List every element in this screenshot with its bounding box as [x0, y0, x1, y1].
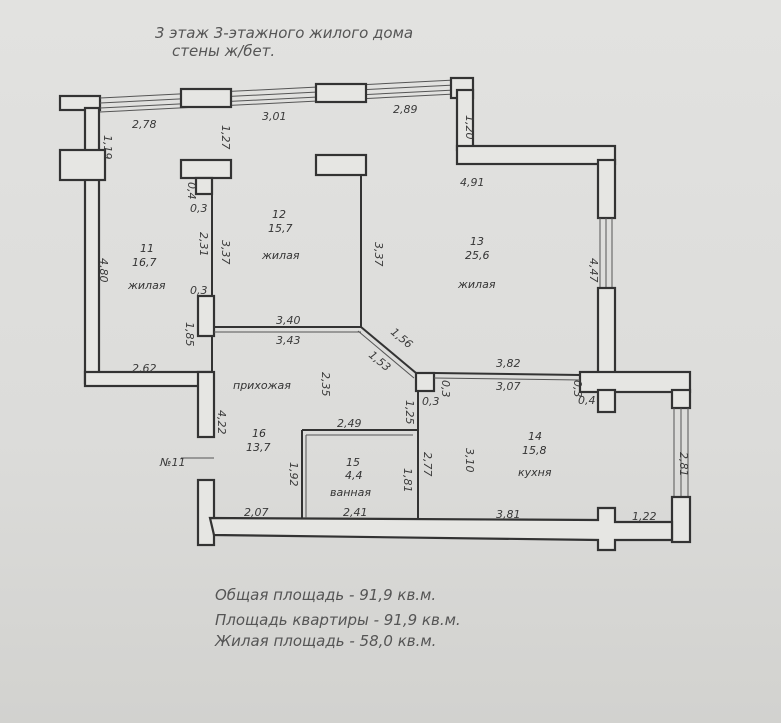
- total-area: Общая площадь - 91,9 кв.м.: [215, 586, 436, 604]
- apartment-area: Площадь квартиры - 91,9 кв.м.: [215, 611, 461, 629]
- dimension: 3,01: [262, 110, 287, 123]
- dimension: 1,20: [463, 115, 476, 140]
- room-name: кухня: [518, 466, 552, 479]
- dimension: 2,31: [197, 232, 210, 257]
- dimension: 4,91: [460, 176, 485, 189]
- dimension: 2,62: [132, 362, 157, 375]
- room-15-bathroom: 15 4,4 ванная: [330, 456, 371, 499]
- dimension: 3,43: [276, 334, 301, 347]
- room-11: 11 16,7 жилая: [127, 242, 166, 292]
- dimension: 3,37: [372, 242, 385, 267]
- room-number: 11: [140, 242, 154, 255]
- dimension: 3,81: [496, 508, 521, 521]
- room-13: 13 25,6 жилая: [457, 235, 496, 291]
- room-number: 16: [252, 427, 266, 440]
- dimension: 1,53: [366, 348, 393, 374]
- dimension: 0,4: [185, 182, 198, 200]
- dimension: 1,25: [403, 400, 416, 425]
- dimension: 0,3: [571, 380, 584, 398]
- area-summary: Общая площадь - 91,9 кв.м. Площадь кварт…: [214, 586, 461, 650]
- dimension: 3,37: [219, 240, 232, 265]
- dimension: 0,4: [578, 394, 596, 407]
- room-number: 15: [346, 456, 360, 469]
- plan-title: 3 этаж 3-этажного жилого дома: [155, 24, 413, 42]
- dimension: 1,27: [219, 125, 232, 150]
- room-number: 13: [470, 235, 484, 248]
- room-name: жилая: [261, 249, 300, 262]
- dimension: 2,41: [343, 506, 368, 519]
- dimension: 0,3: [439, 380, 452, 398]
- dimension: 3,82: [496, 357, 521, 370]
- dimension: 2,77: [421, 452, 434, 477]
- dimension: 1,92: [287, 462, 300, 487]
- plan-subtitle: стены ж/бет.: [172, 42, 275, 60]
- living-area: Жилая площадь - 58,0 кв.м.: [214, 632, 436, 650]
- dimension: 1,22: [632, 510, 657, 523]
- dimension: 4,47: [587, 258, 600, 283]
- room-area: 15,8: [522, 444, 547, 457]
- dimension: 1,85: [183, 322, 196, 347]
- dimension: 0,3: [422, 395, 440, 408]
- room-name: жилая: [127, 279, 166, 292]
- room-area: 4,4: [345, 469, 363, 482]
- dimension: 1,56: [388, 325, 415, 351]
- pier: [179, 87, 233, 109]
- dimension: 1,19: [101, 135, 114, 160]
- dimension: 4,80: [97, 258, 110, 283]
- dimension: 3,10: [463, 448, 476, 473]
- dimension: 2,81: [677, 452, 690, 477]
- room-area: 15,7: [268, 222, 293, 235]
- dimension: 2,78: [132, 118, 157, 131]
- room-14-kitchen: 14 15,8 кухня: [518, 430, 552, 479]
- room-name: ванная: [330, 486, 371, 499]
- room-12: 12 15,7 жилая: [261, 208, 300, 262]
- dimension: 4,22: [215, 410, 228, 435]
- room-area: 25,6: [465, 249, 490, 262]
- room-name: жилая: [457, 278, 496, 291]
- dimensions: 2,78 3,01 2,89 1,19 1,27 1,20 4,91 0,4 0…: [97, 103, 690, 523]
- room-number: 12: [272, 208, 286, 221]
- apartment-number: №11: [159, 456, 185, 469]
- dimension: 2,49: [337, 417, 362, 430]
- room-area: 13,7: [246, 441, 271, 454]
- room-area: 16,7: [132, 256, 157, 269]
- room-16-hallway: 16 13,7 прихожая: [233, 379, 291, 454]
- dimension: 2,35: [319, 372, 332, 397]
- dimension: 0,3: [190, 202, 208, 215]
- walls: [58, 76, 692, 552]
- dimension: 0,3: [190, 284, 208, 297]
- room-number: 14: [528, 430, 542, 443]
- dimension: 2,89: [393, 103, 418, 116]
- dimension: 3,07: [496, 380, 521, 393]
- room-name: прихожая: [233, 379, 291, 392]
- dimension: 3,40: [276, 314, 301, 327]
- dimension: 1,81: [401, 468, 414, 493]
- dimension: 2,07: [244, 506, 269, 519]
